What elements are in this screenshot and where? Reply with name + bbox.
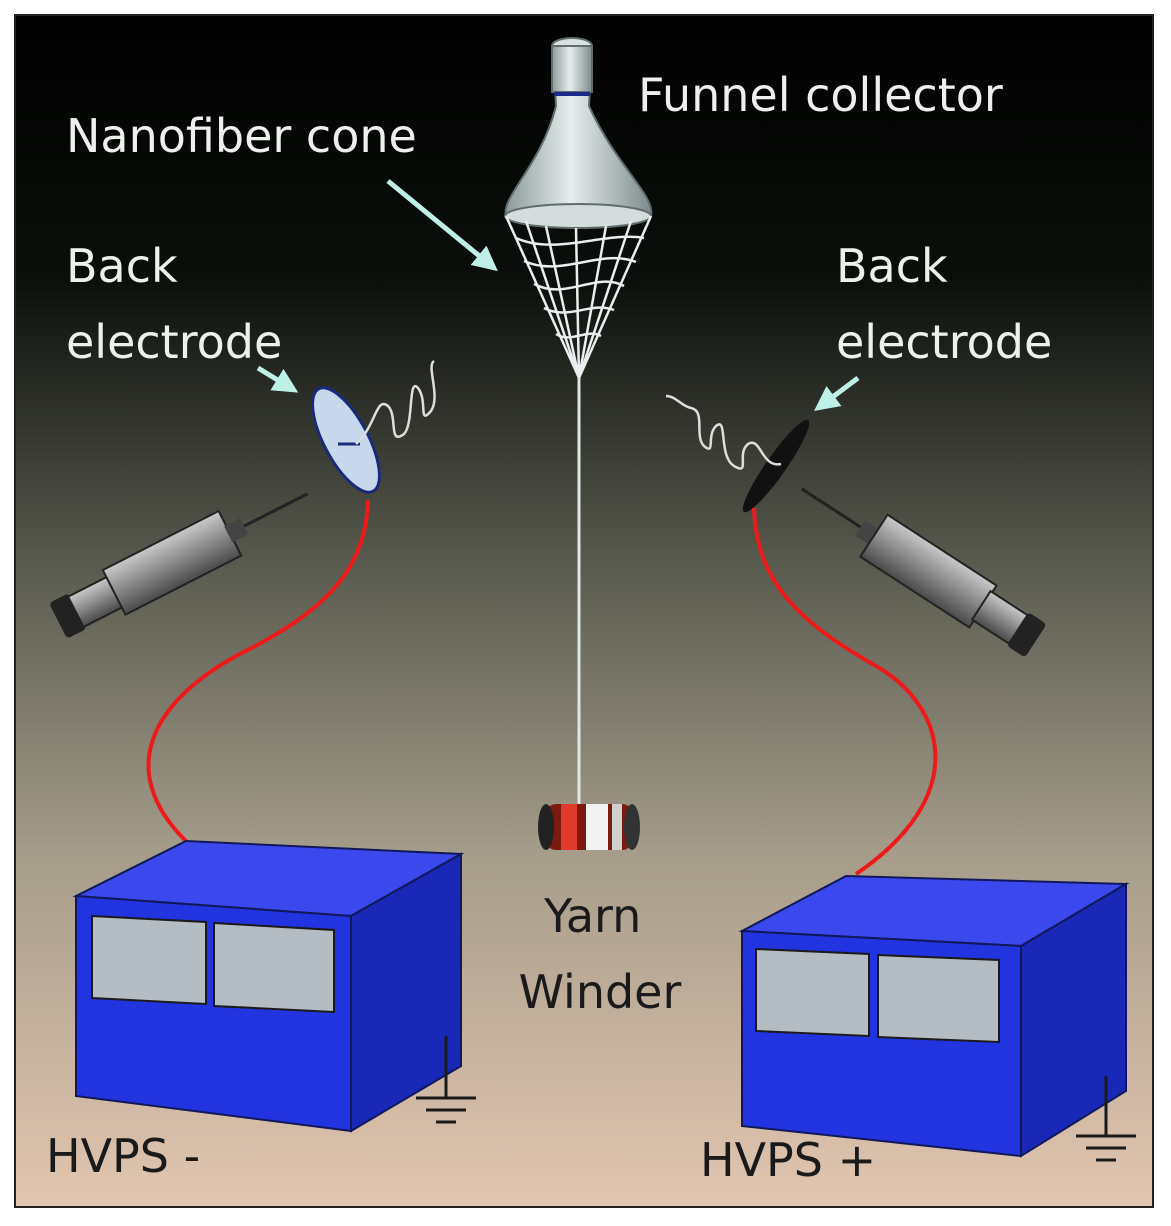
right-jet-whip [665,394,782,470]
left-back-electrode-label: Back electrode [66,239,282,369]
right-wire [752,507,938,876]
funnel-collector [504,37,653,229]
hvps-negative-panel-left [91,914,207,1006]
right-back-electrode [742,419,810,513]
hvps-negative-box [72,839,465,1133]
left-jet-whip [355,359,436,445]
funnel-collector-label: Funnel collector [638,68,1003,122]
right-electrode-arrow [814,376,860,411]
left-back-electrode-line1: Back [66,239,178,293]
hvps-negative-label: HVPS - [46,1129,200,1183]
right-back-electrode-line2: electrode [836,315,1052,369]
yarn-winder [538,804,640,850]
yarn-winder-label: Yarn Winder [519,889,682,1019]
ground-symbol-right [1076,1076,1136,1162]
yarn-winder-line2: Winder [519,965,682,1019]
electrospinning-diagram: Funnel collector Nanofiber cone Back ele… [16,16,1152,1206]
hvps-positive-label: HVPS + [700,1133,876,1187]
left-syringe [50,492,309,638]
yarn-winder-line1: Yarn [543,889,641,943]
right-syringe [800,487,1046,657]
left-electrode-arrow [256,365,299,393]
hvps-negative-panel-right [213,921,335,1014]
left-back-electrode-line2: electrode [66,315,282,369]
right-back-electrode-line1: Back [836,239,948,293]
right-back-electrode-label: Back electrode [836,239,1052,369]
nanofiber-cone-arrow [386,179,498,272]
left-wire [146,499,370,848]
nanofiber-cone-label: Nanofiber cone [66,109,417,163]
figure-frame: Funnel collector Nanofiber cone Back ele… [14,14,1154,1208]
hvps-positive-panel-right [877,953,1000,1044]
ground-symbol-left [416,1036,476,1124]
hvps-positive-box [738,874,1130,1158]
hvps-positive-panel-left [755,947,870,1038]
